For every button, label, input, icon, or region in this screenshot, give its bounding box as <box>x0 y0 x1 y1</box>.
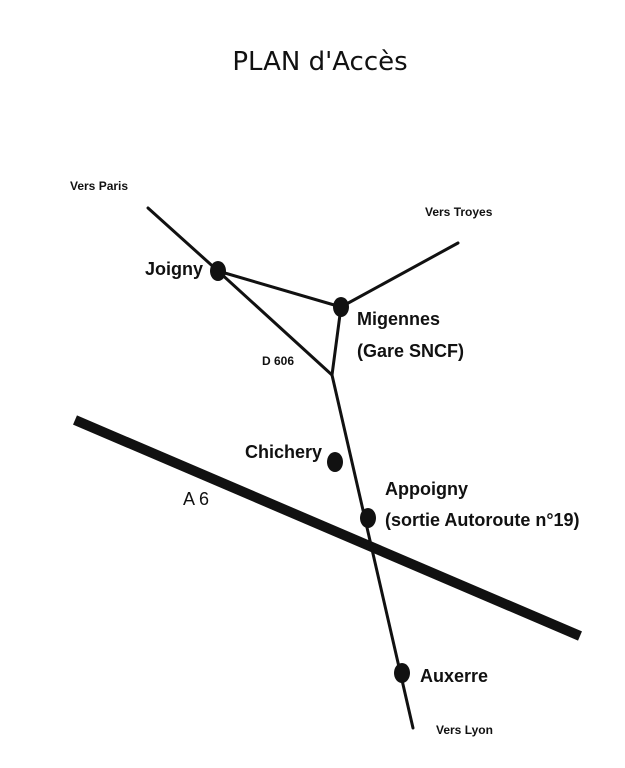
road-migennes-junction <box>330 305 343 377</box>
label-vers-paris: Vers Paris <box>70 179 128 193</box>
road-troyes <box>339 241 460 309</box>
chichery-marker <box>327 452 343 472</box>
auxerre-marker <box>394 663 410 683</box>
label-a6: A 6 <box>183 489 209 509</box>
label-d606: D 606 <box>262 354 294 368</box>
road-joigny-migennes <box>216 269 343 309</box>
label-vers-troyes: Vers Troyes <box>425 205 493 219</box>
label-migennes: Migennes <box>357 309 440 329</box>
label-joigny: Joigny <box>145 259 203 279</box>
road-paris-junction <box>146 206 334 377</box>
migennes-marker <box>333 297 349 317</box>
label-auxerre: Auxerre <box>420 666 488 686</box>
joigny-marker <box>210 261 226 281</box>
label-sortie-autoroute: (sortie Autoroute n°19) <box>385 510 580 530</box>
label-gare-sncf: (Gare SNCF) <box>357 341 464 361</box>
map-title: PLAN d'Accès <box>232 47 407 77</box>
appoigny-marker <box>360 508 376 528</box>
label-appoigny: Appoigny <box>385 479 468 499</box>
label-chichery: Chichery <box>245 442 322 462</box>
a6-motorway <box>73 415 582 641</box>
label-vers-lyon: Vers Lyon <box>436 723 493 737</box>
